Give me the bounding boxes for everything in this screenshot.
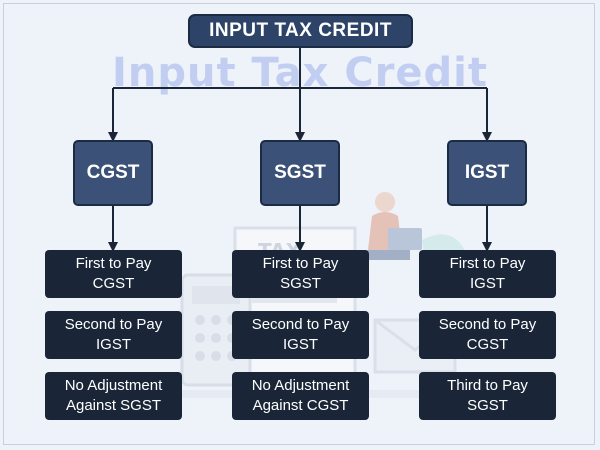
cgst-rule-1: First to Pay CGST xyxy=(45,250,182,298)
page-frame xyxy=(3,3,595,445)
rule-line-2: Against CGST xyxy=(252,397,349,414)
cgst-box: CGST xyxy=(73,140,153,206)
rule-line-1: Second to Pay xyxy=(64,316,163,333)
rule-line-1: No Adjustment xyxy=(64,377,163,394)
sgst-rule-2: Second to Pay IGST xyxy=(232,311,369,359)
rule-line-2: IGST xyxy=(282,336,318,353)
rule-line-1: First to Pay xyxy=(262,255,339,272)
igst-rule-1: First to Pay IGST xyxy=(419,250,556,298)
sgst-box: SGST xyxy=(260,140,340,206)
rule-line-2: Against SGST xyxy=(65,397,162,414)
rule-line-1: Third to Pay xyxy=(447,377,528,394)
igst-rule-2: Second to Pay CGST xyxy=(419,311,556,359)
rule-line-1: First to Pay xyxy=(449,255,526,272)
rule-line-1: No Adjustment xyxy=(251,377,350,394)
cgst-rule-2: Second to Pay IGST xyxy=(45,311,182,359)
igst-box: IGST xyxy=(447,140,527,206)
igst-rule-3: Third to Pay SGST xyxy=(419,372,556,420)
rule-line-2: CGST xyxy=(466,336,509,353)
rule-line-1: First to Pay xyxy=(75,255,152,272)
rule-line-2: SGST xyxy=(280,275,321,292)
rule-line-1: Second to Pay xyxy=(438,316,537,333)
rule-line-1: Second to Pay xyxy=(251,316,350,333)
diagram-title: INPUT TAX CREDIT xyxy=(188,14,413,48)
cgst-rule-3: No Adjustment Against SGST xyxy=(45,372,182,420)
rule-line-2: SGST xyxy=(467,397,508,414)
rule-line-2: IGST xyxy=(469,275,505,292)
rule-line-2: CGST xyxy=(92,275,135,292)
sgst-rule-1: First to Pay SGST xyxy=(232,250,369,298)
rule-line-2: IGST xyxy=(95,336,131,353)
sgst-rule-3: No Adjustment Against CGST xyxy=(232,372,369,420)
